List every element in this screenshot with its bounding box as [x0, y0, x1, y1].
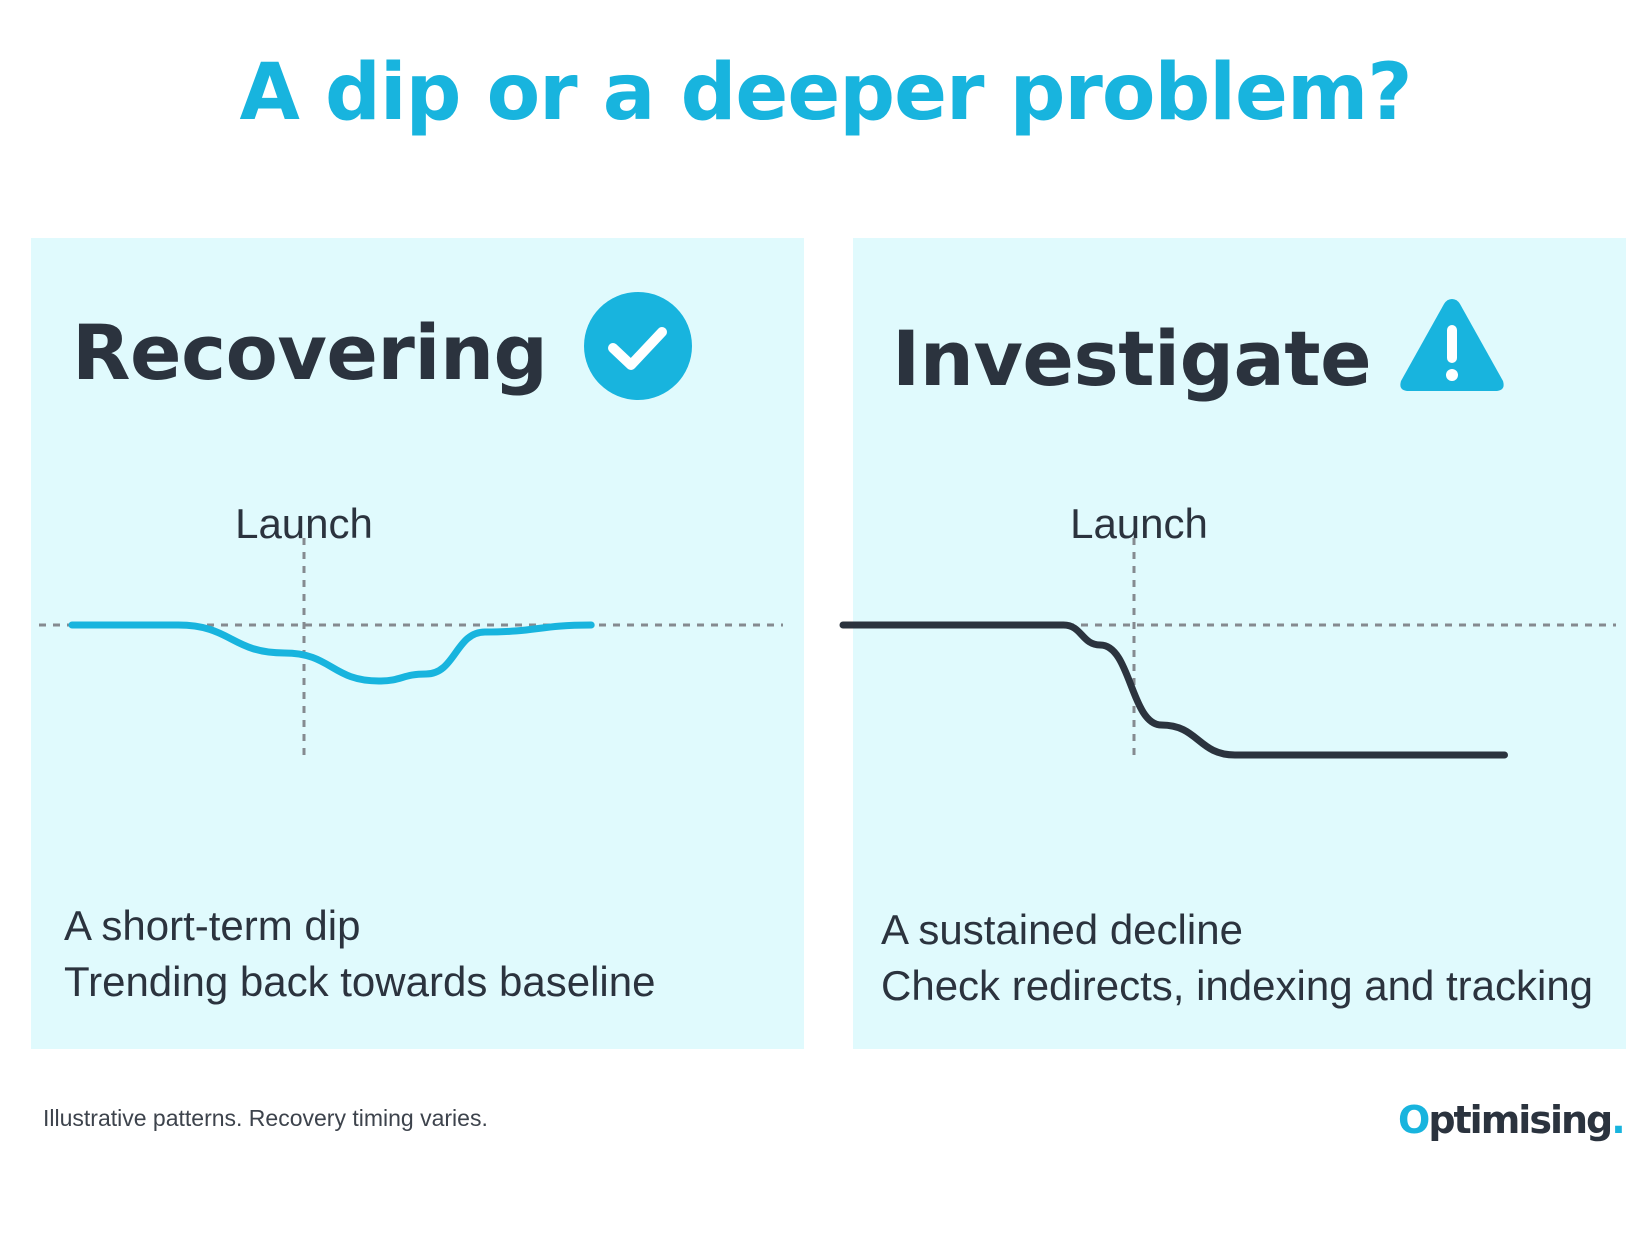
panel-heading: Investigate: [892, 314, 1372, 403]
page-title: A dip or a deeper problem?: [239, 48, 1413, 138]
panel-heading: Recovering: [72, 308, 548, 397]
caption-line-1: A sustained decline: [881, 906, 1243, 953]
brand-logo: Optimising.: [1398, 1098, 1626, 1142]
launch-label: Launch: [1070, 500, 1208, 547]
footnote: Illustrative patterns. Recovery timing v…: [43, 1105, 488, 1131]
recovering-chart: [39, 538, 783, 758]
check-circle-icon: [584, 292, 692, 400]
panel-caption: A sustained decline Check redirects, ind…: [881, 902, 1593, 1014]
recovering-panel: Recovering Launch A short-term dip Trend…: [31, 238, 804, 1049]
caption-line-1: A short-term dip: [64, 902, 361, 949]
panel-caption: A short-term dip Trending back towards b…: [64, 898, 655, 1010]
investigate-panel: Investigate Launch A sustained decline C…: [839, 238, 1626, 1049]
trend-line: [839, 621, 1508, 759]
trend-line: [68, 621, 595, 685]
caption-line-2: Trending back towards baseline: [64, 958, 656, 1005]
investigate-chart: [839, 538, 1616, 759]
caption-line-2: Check redirects, indexing and tracking: [881, 962, 1594, 1009]
warning-triangle-icon: [1400, 299, 1504, 391]
